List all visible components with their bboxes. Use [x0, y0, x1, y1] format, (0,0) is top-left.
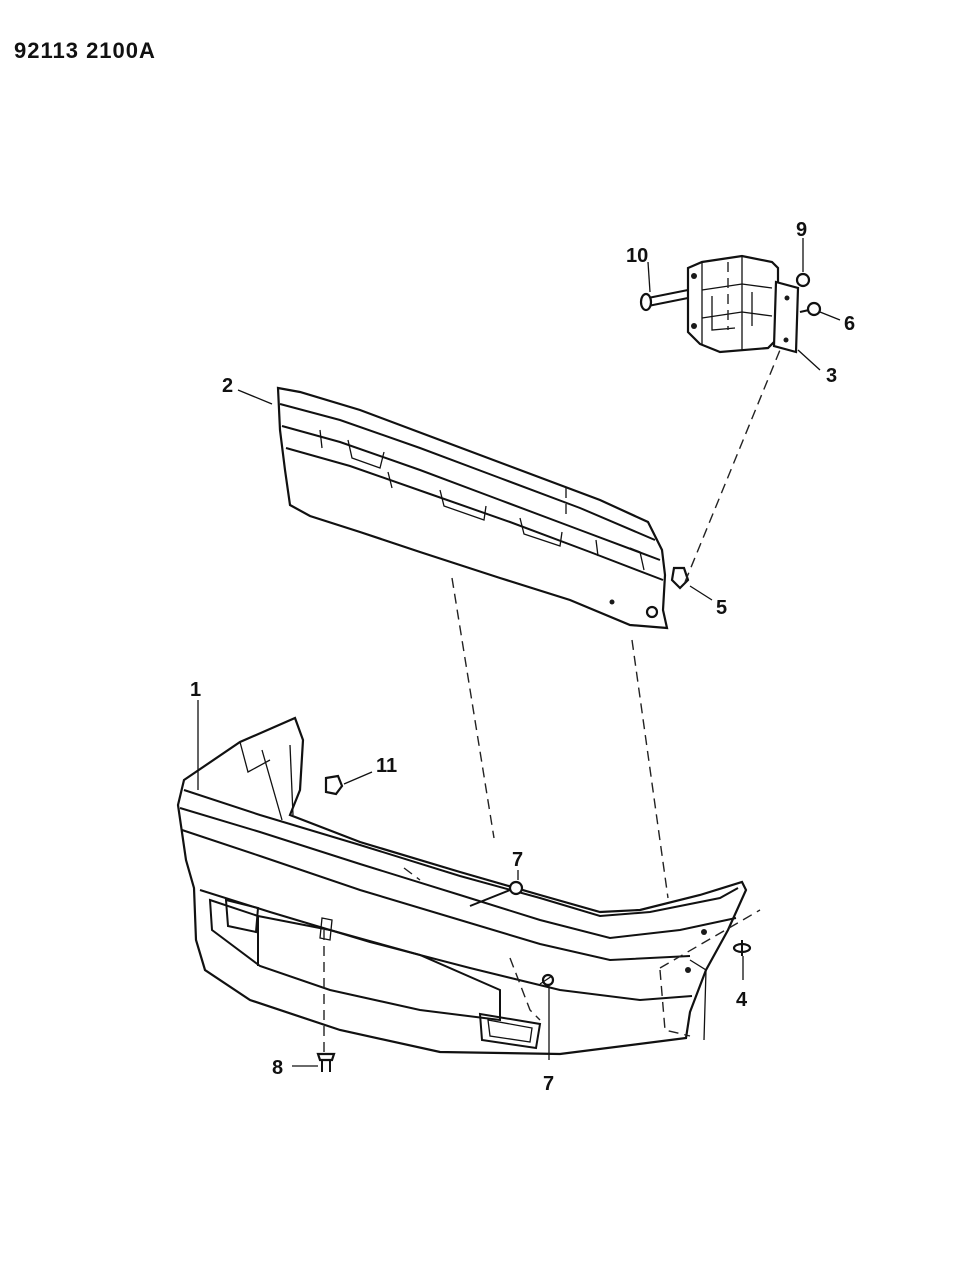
callout-1: 1: [190, 679, 201, 701]
nut-11: [324, 774, 344, 796]
callout-8: 8: [272, 1057, 283, 1079]
screw-7-upper: [469, 880, 524, 907]
bumper-reinforcement: [276, 386, 669, 630]
pushpin-8: [316, 1052, 336, 1072]
retainer-5: [670, 566, 690, 590]
callout-11: 11: [376, 755, 397, 777]
screw-7-lower: [539, 973, 555, 987]
callout-4: 4: [736, 989, 748, 1011]
callout-2: 2: [222, 375, 233, 397]
bumper-fascia: [176, 716, 761, 1056]
callout-7-upper: 7: [512, 849, 523, 871]
leader-lines: [197, 238, 841, 1067]
bolt-10: [639, 289, 689, 312]
callout-10: 10: [626, 245, 648, 267]
callout-7-lower: 7: [543, 1073, 554, 1095]
bracket-assembly: [686, 254, 800, 354]
nut-9: [795, 272, 811, 288]
callout-3: 3: [826, 365, 837, 387]
callout-9: 9: [796, 219, 807, 241]
alignment-lines: [323, 262, 781, 1052]
callout-5: 5: [716, 597, 727, 619]
pushpin-4: [732, 940, 752, 956]
bolt-6: [799, 301, 822, 317]
diagram-code: 92113 2100A: [14, 38, 156, 63]
callout-6: 6: [844, 313, 855, 335]
